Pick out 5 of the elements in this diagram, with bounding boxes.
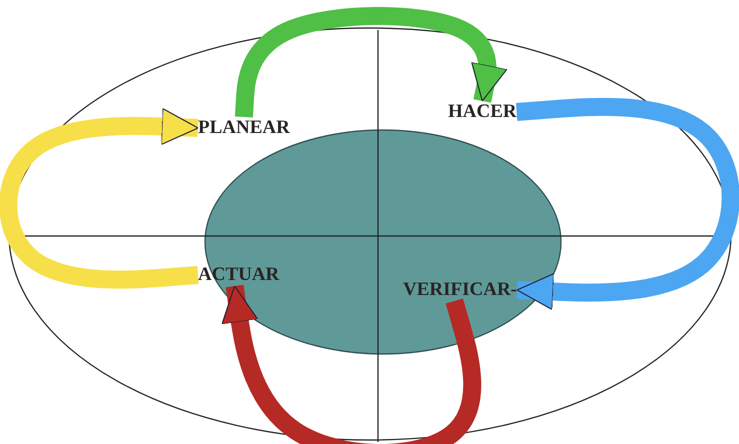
- stage-label: HACER: [448, 101, 517, 123]
- stage-label: PLANEAR: [198, 117, 290, 139]
- curved-arrow: [0, 108, 199, 289]
- curved-arrow: [221, 284, 482, 444]
- stage-label: VERIFICAR-: [403, 279, 517, 301]
